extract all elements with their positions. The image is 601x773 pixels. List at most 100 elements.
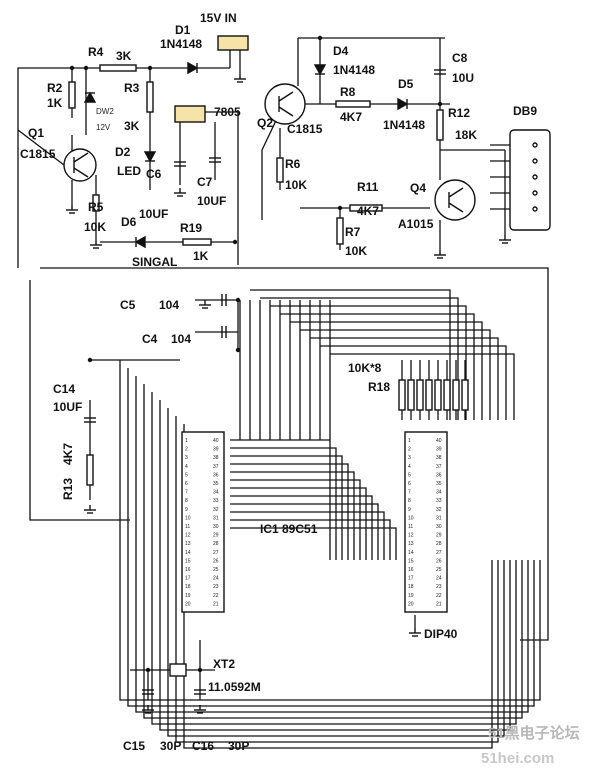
dip-pin-number: 12 — [408, 533, 414, 539]
r18-resistor — [407, 379, 415, 411]
db9-connector — [509, 129, 551, 231]
label-xt2-val: 11.0592M — [208, 680, 261, 694]
r4-resistor — [99, 64, 137, 72]
q2-transistor-collector — [278, 91, 294, 102]
wire-bus-top — [300, 329, 491, 420]
dip-pin-number: 38 — [436, 455, 442, 461]
dip-pin-number: 21 — [436, 601, 442, 607]
dip-pin-number: 35 — [213, 481, 219, 487]
r13-resistor — [86, 454, 94, 486]
wire-bus-top — [250, 289, 451, 420]
dip-pin-number: 34 — [436, 490, 442, 496]
dip-pin-number: 36 — [213, 472, 219, 478]
r11-resistor — [349, 204, 383, 212]
ic1-89c51-body — [181, 431, 225, 613]
dip40-socket-body — [404, 431, 448, 613]
dip-pin-number: 39 — [436, 447, 442, 453]
label-r5-val: 10K — [84, 220, 106, 234]
junction-dot — [147, 65, 153, 71]
watermark-url: 51hei.com — [481, 750, 554, 767]
dip-pin-number: 4 — [185, 464, 188, 470]
dip-pin-number: 36 — [436, 472, 442, 478]
label-d5-part: 1N4148 — [383, 118, 425, 132]
label-r8-ref: R8 — [340, 85, 356, 99]
label-d1-part: 1N4148 — [160, 37, 202, 51]
label-r4-ref: R4 — [88, 45, 104, 59]
dip-pin-number: 21 — [213, 601, 219, 607]
label-c4: C4 — [142, 332, 158, 346]
label-r11-ref: R11 — [357, 180, 379, 194]
r2-resistor — [68, 81, 76, 109]
dip-pin-number: 10 — [185, 515, 191, 521]
dip-pin-number: 6 — [185, 481, 188, 487]
label-c14-val: 10UF — [53, 400, 82, 414]
d6-diode — [134, 235, 146, 249]
dip-pin-number: 24 — [213, 576, 219, 582]
label-r11-val: 4K7 — [357, 204, 379, 218]
wire-bus-top — [330, 353, 515, 420]
dip-pin-number: 12 — [185, 533, 191, 539]
xt2-crystal — [169, 663, 187, 677]
dip-pin-number: 9 — [185, 507, 188, 513]
label-r19-ref: R19 — [180, 221, 202, 235]
dip-pin-number: 4 — [408, 464, 411, 470]
wire-bus-bottom — [151, 392, 517, 725]
label-r6-val: 10K — [285, 178, 307, 192]
db9-pin — [532, 206, 538, 212]
label-r18-ref: R18 — [368, 380, 390, 394]
dip-pin-number: 17 — [408, 576, 414, 582]
q2-transistor — [264, 83, 306, 125]
dip-pin-number: 25 — [213, 567, 219, 573]
q4-transistor-emitter — [448, 202, 464, 213]
components — [63, 35, 551, 714]
q1-transistor — [63, 148, 97, 182]
label-c16: C16 — [192, 739, 214, 753]
dip-pin-number: 34 — [213, 490, 219, 496]
label-d1-ref: D1 — [175, 23, 191, 37]
label-r19-val: 1K — [193, 249, 209, 263]
dip-pin-number: 15 — [185, 558, 191, 564]
wire-bus-cross — [230, 487, 367, 560]
label-db9: DB9 — [513, 104, 537, 118]
junction-dot — [69, 65, 75, 71]
label-r7-val: 10K — [345, 244, 367, 258]
junction-dot — [235, 297, 241, 303]
junction-dot — [317, 35, 323, 41]
label-dw2-ref: DW2 — [96, 107, 114, 116]
dip-pin-number: 19 — [185, 593, 191, 599]
r18-resistor — [443, 379, 451, 411]
wire-bus-bottom — [143, 384, 523, 719]
power-in-connector — [217, 35, 249, 51]
q1-transistor-emitter — [73, 167, 89, 178]
dip-pin-number: 1 — [185, 438, 188, 444]
dip-pin-number: 18 — [185, 584, 191, 590]
wire-bus-bottom — [135, 376, 529, 713]
label-c15-val: 30P — [160, 739, 181, 753]
r5-resistor — [92, 194, 100, 212]
label-d5-ref: D5 — [398, 77, 414, 91]
db9-pin — [532, 174, 538, 180]
dip-pin-number: 10 — [408, 515, 414, 521]
dw2-zener-diode — [83, 91, 97, 103]
d5-diode — [397, 97, 409, 111]
dip-pin-number: 1 — [408, 438, 411, 444]
dip-pin-number: 24 — [436, 576, 442, 582]
label-c6-ref: C6 — [146, 167, 162, 181]
dip-pin-number: 2 — [408, 447, 411, 453]
label-r6-ref: R6 — [285, 157, 301, 171]
label-dw2-val: 12V — [96, 123, 111, 132]
label-r3-ref: R3 — [124, 81, 140, 95]
label-c7-val: 10UF — [197, 194, 226, 208]
wire-bus-cross — [230, 503, 379, 560]
dip-pin-number: 8 — [408, 498, 411, 504]
db9-pin — [532, 142, 538, 148]
dip-pin-number: 23 — [436, 584, 442, 590]
dip-pin-number: 20 — [408, 601, 414, 607]
dip-pin-number: 39 — [213, 447, 219, 453]
junction-dot — [197, 667, 203, 673]
dip-pin-number: 35 — [436, 481, 442, 487]
wire-bus-bottom — [127, 368, 535, 707]
dip-pin-number: 29 — [436, 533, 442, 539]
dip-pin-number: 20 — [185, 601, 191, 607]
